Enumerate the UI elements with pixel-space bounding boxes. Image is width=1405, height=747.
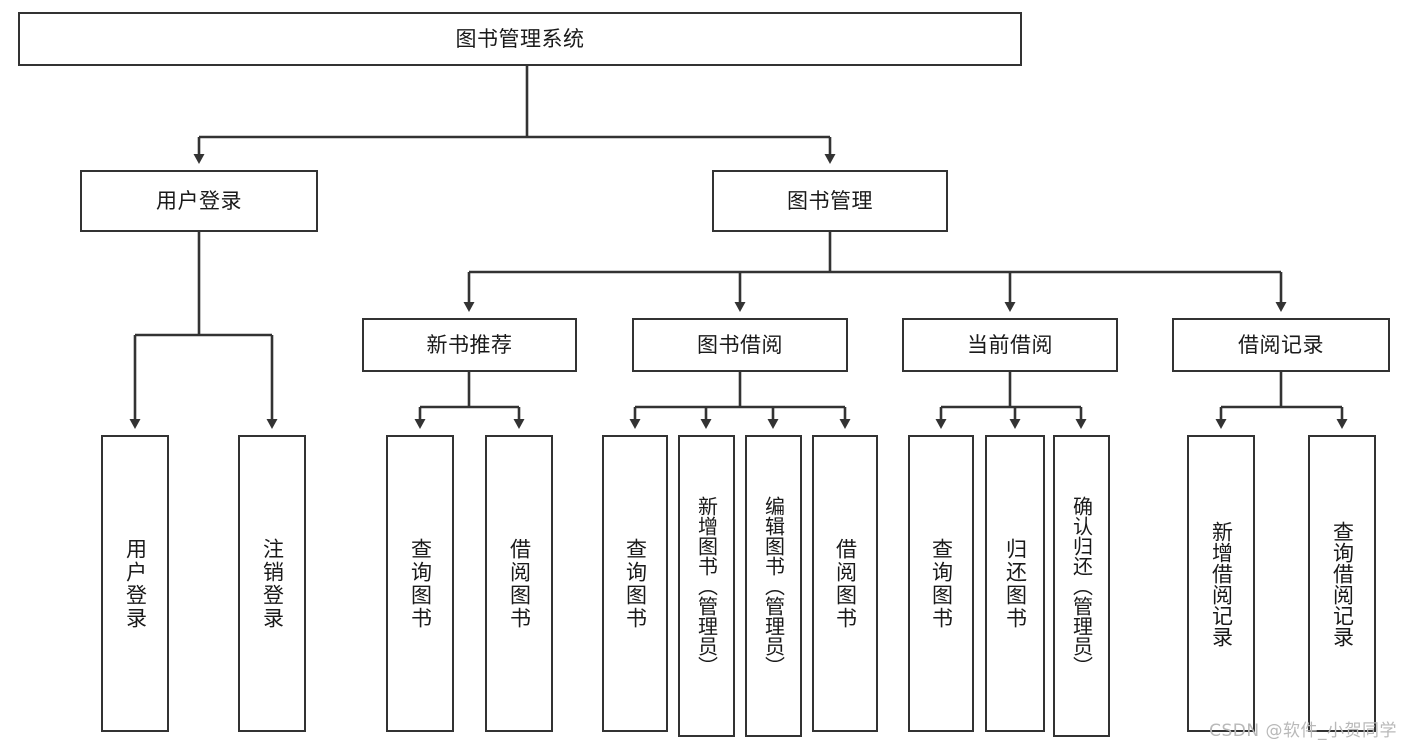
leaf-lend-book[interactable]: 借阅图书: [812, 435, 878, 732]
node-new-book-recommend[interactable]: 新书推荐: [362, 318, 577, 372]
leaf-add-borrow-record[interactable]: 新增借阅记录: [1187, 435, 1255, 732]
leaf-user-login-label: 用户登录: [123, 537, 148, 630]
leaf-logout[interactable]: 注销登录: [238, 435, 306, 732]
csdn-watermark: CSDN @软件_小贺同学: [1209, 721, 1397, 741]
leaf-logout-label: 注销登录: [260, 537, 285, 630]
node-borrow-record[interactable]: 借阅记录: [1172, 318, 1390, 372]
leaf-add-borrow-record-label: 新增借阅记录: [1209, 520, 1234, 647]
leaf-query-book-current-label: 查询图书: [929, 537, 954, 630]
node-user-login-label: 用户登录: [156, 188, 242, 213]
leaf-confirm-return-admin[interactable]: 确认归还（管理员）: [1053, 435, 1110, 737]
leaf-borrow-book-newbook-label: 借阅图书: [507, 537, 532, 630]
leaf-query-book-newbook-label: 查询图书: [408, 537, 433, 630]
node-current-borrow[interactable]: 当前借阅: [902, 318, 1118, 372]
leaf-borrow-book-newbook[interactable]: 借阅图书: [485, 435, 553, 732]
leaf-query-book-newbook[interactable]: 查询图书: [386, 435, 454, 732]
leaf-query-borrow-record[interactable]: 查询借阅记录: [1308, 435, 1376, 732]
leaf-edit-book-admin-label: 编辑图书（管理员）: [761, 496, 786, 676]
node-user-login[interactable]: 用户登录: [80, 170, 318, 232]
leaf-return-book-label: 归还图书: [1003, 537, 1028, 630]
node-book-management[interactable]: 图书管理: [712, 170, 948, 232]
leaf-lend-book-label: 借阅图书: [833, 537, 858, 630]
leaf-edit-book-admin[interactable]: 编辑图书（管理员）: [745, 435, 802, 737]
node-book-borrow-label: 图书借阅: [697, 332, 783, 357]
leaf-user-login[interactable]: 用户登录: [101, 435, 169, 732]
leaf-confirm-return-admin-label: 确认归还（管理员）: [1069, 496, 1094, 676]
node-book-borrow[interactable]: 图书借阅: [632, 318, 848, 372]
node-root-label: 图书管理系统: [455, 26, 585, 51]
leaf-query-book-current[interactable]: 查询图书: [908, 435, 974, 732]
leaf-query-book-borrow-label: 查询图书: [623, 537, 648, 630]
node-borrow-record-label: 借阅记录: [1238, 332, 1324, 357]
leaf-add-book-admin-label: 新增图书（管理员）: [694, 496, 719, 676]
node-root[interactable]: 图书管理系统: [18, 12, 1022, 66]
leaf-query-borrow-record-label: 查询借阅记录: [1330, 520, 1355, 647]
leaf-add-book-admin[interactable]: 新增图书（管理员）: [678, 435, 735, 737]
node-new-book-recommend-label: 新书推荐: [426, 332, 513, 357]
node-current-borrow-label: 当前借阅: [967, 332, 1053, 357]
leaf-query-book-borrow[interactable]: 查询图书: [602, 435, 668, 732]
node-book-management-label: 图书管理: [787, 188, 873, 213]
leaf-return-book[interactable]: 归还图书: [985, 435, 1045, 732]
